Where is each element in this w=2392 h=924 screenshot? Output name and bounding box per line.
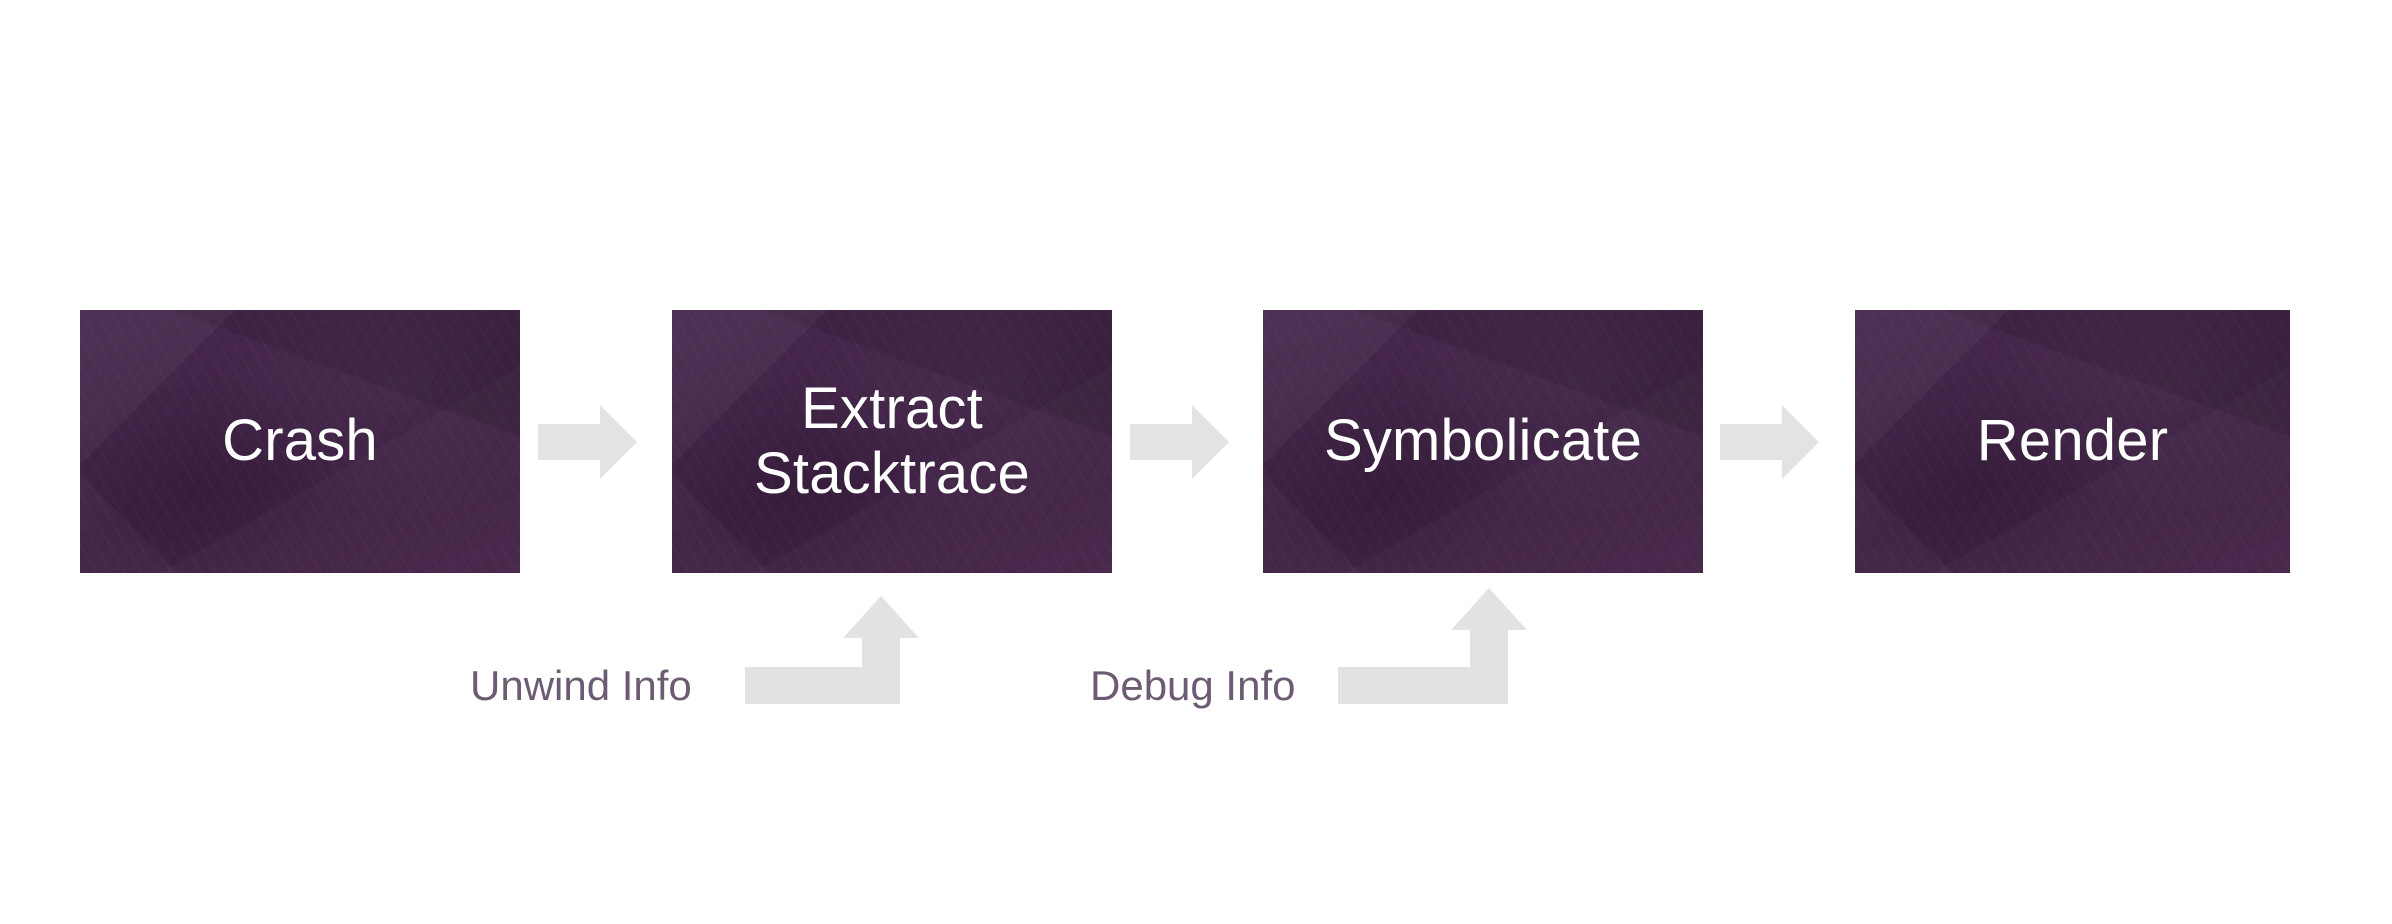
process-box-render[interactable]: Render [1855,310,2290,573]
input-arrow-unwind-info-icon [745,596,937,704]
flow-arrow-right-icon [1130,405,1230,479]
input-arrow-debug-info-icon [1338,588,1530,704]
arrow-head [1782,405,1819,479]
process-box-label: Render [1976,408,2169,474]
arrow-riser [1470,630,1508,704]
arrow-head-up [843,596,919,638]
flow-arrow-right-icon [1720,405,1820,479]
arrow-head-up [1451,588,1527,630]
arrow-head [600,405,637,479]
input-label-debug-info: Debug Info [1090,662,1296,709]
flow-arrow-right-icon [538,405,638,479]
input-label-unwind-info: Unwind Info [470,662,692,709]
process-box-crash[interactable]: Crash [80,310,520,573]
arrow-head [1192,405,1229,479]
process-box-label: Symbolicate [1323,408,1643,474]
arrow-riser [862,638,900,704]
process-box-extract-stacktrace[interactable]: Extract Stacktrace [672,310,1112,573]
process-box-label: Crash [222,408,378,474]
arrow-shaft [538,424,604,460]
process-box-label: Extract Stacktrace [754,375,1030,506]
arrow-shaft [1130,424,1196,460]
process-box-symbolicate[interactable]: Symbolicate [1263,310,1703,573]
arrow-shaft [1720,424,1786,460]
